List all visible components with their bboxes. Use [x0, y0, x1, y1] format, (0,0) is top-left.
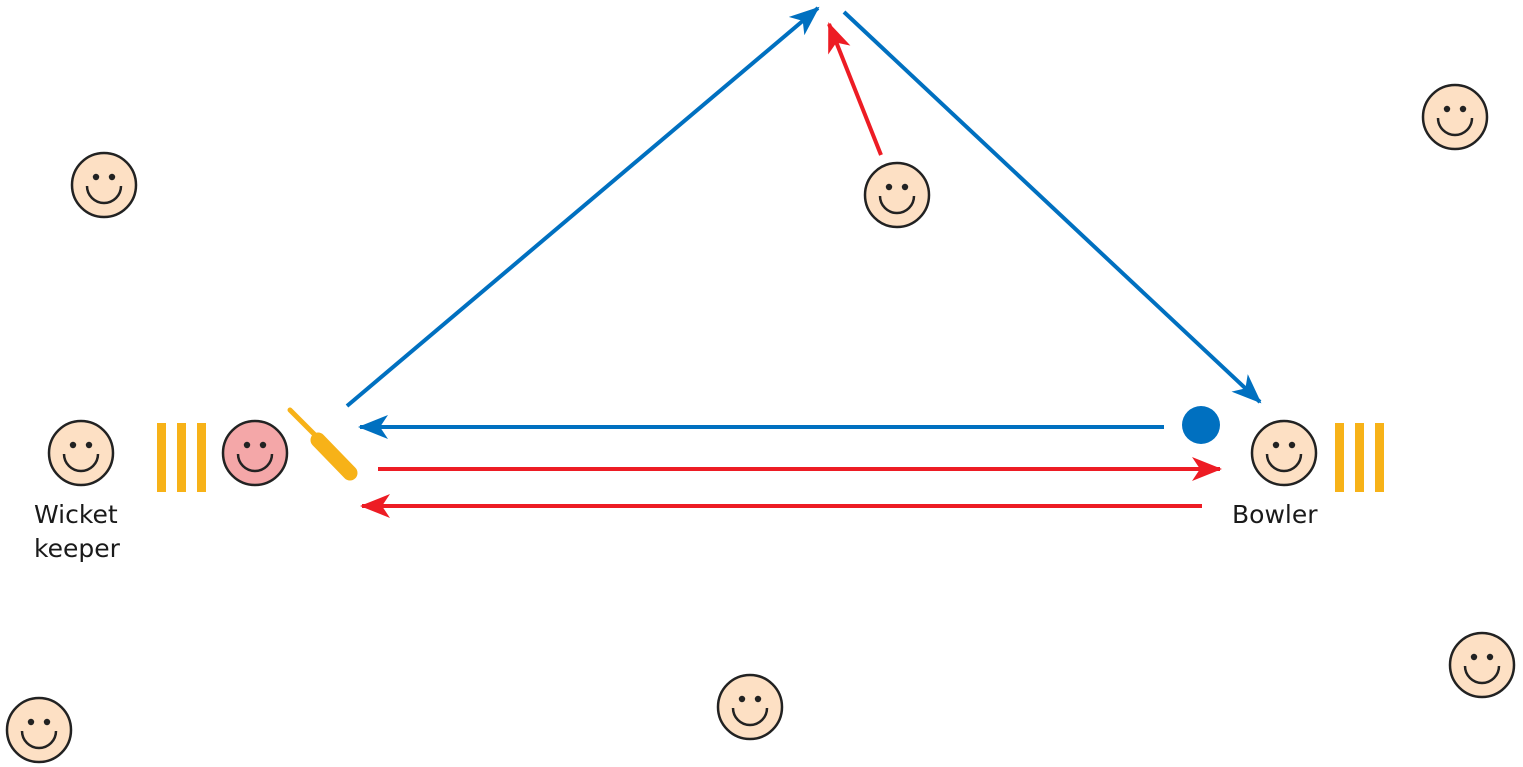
bowler-label: Bowler: [1232, 500, 1318, 529]
stumps-icon-left: [157, 423, 206, 492]
batsman-icon: [221, 419, 289, 487]
fielder-icon-bottom-left: [5, 696, 73, 764]
fielder-icon-bottom-center: [716, 673, 784, 741]
ball-path-arrow-up: [345, 6, 820, 408]
wicket-keeper-label-line2: keeper: [34, 534, 120, 563]
ball-path-arrow-down: [842, 10, 1262, 404]
fielder-icon-top-right: [1421, 83, 1489, 151]
ball-icon: [1182, 406, 1220, 444]
wicket-keeper-icon: [47, 419, 115, 487]
fielder-run-arrow: [827, 22, 883, 156]
fielder-icon-left: [70, 151, 138, 219]
stumps-icon-right: [1335, 423, 1384, 492]
bowler-icon: [1250, 419, 1318, 487]
fielder-icon-center: [863, 161, 931, 229]
wicket-keeper-label-line1: Wicket: [34, 500, 118, 529]
cricket-bat-icon: [287, 407, 358, 481]
fielder-icon-bottom-right: [1448, 631, 1516, 699]
wicket-keeper-label: Wicket keeper: [34, 498, 120, 566]
